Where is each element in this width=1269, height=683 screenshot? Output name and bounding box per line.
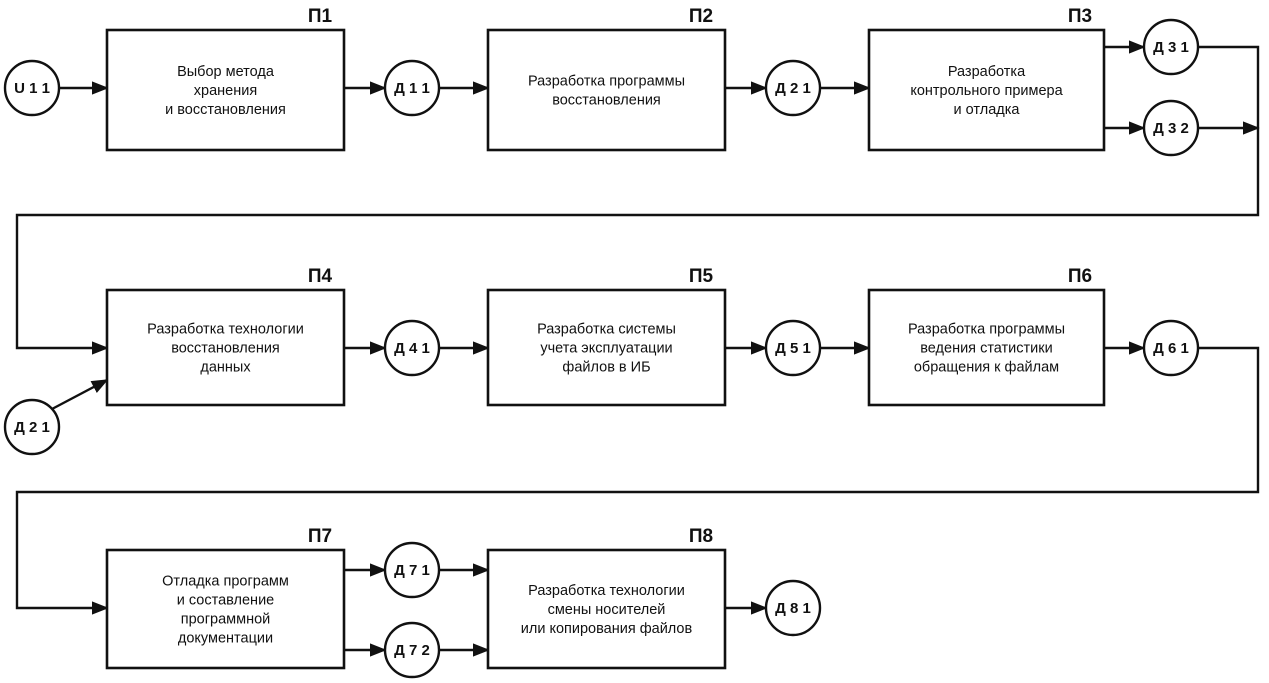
data-node-label: U 1 1 [14, 80, 50, 97]
process-tag: П1 [308, 6, 333, 27]
data-node-d41: Д 4 1 [383, 319, 441, 377]
process-label-line: и составление [177, 593, 274, 609]
data-node-circle [764, 319, 822, 377]
data-node-d51: Д 5 1 [764, 319, 822, 377]
process-tag: П7 [308, 526, 332, 547]
process-label-line: смены носителей [548, 602, 666, 618]
process-label-line: документации [178, 631, 273, 647]
process-box-frame [867, 28, 1106, 152]
process-box-frame [486, 288, 727, 407]
connector-lines [15, 40, 1260, 657]
data-node-circle [383, 621, 441, 679]
process-box-frame [105, 288, 346, 407]
data-nodes: U 1 1 Д 1 1 Д 2 1 Д 3 1 Д 3 2 Д 4 1 Д 2 1 Д 5 1… [3, 18, 1200, 679]
data-node-d21b: Д 2 1 [3, 398, 61, 456]
data-node-u11: U 1 1 [3, 59, 61, 117]
process-label-line: файлов в ИБ [562, 360, 650, 376]
process-box-frame [867, 288, 1106, 407]
data-node-circle [1142, 99, 1200, 157]
data-node-label: Д 3 1 [1153, 39, 1189, 56]
process-label-line: Выбор метода [177, 64, 275, 80]
data-node-d31: Д 3 1 [1142, 18, 1200, 76]
process-tag: П8 [689, 526, 713, 547]
process-box-frame [486, 548, 727, 670]
data-node-label: Д 8 1 [775, 600, 811, 617]
data-node-d71: Д 7 1 [383, 541, 441, 599]
connector-arrow [15, 45, 1260, 355]
data-node-circle [1142, 18, 1200, 76]
process-label-line: и восстановления [165, 102, 286, 118]
data-node-d81: Д 8 1 [764, 579, 822, 637]
data-node-d21: Д 2 1 [764, 59, 822, 117]
data-node-label: Д 2 1 [775, 80, 811, 97]
process-label-line: Разработка [948, 64, 1026, 80]
process-label-line: Разработка системы [537, 322, 676, 338]
data-node-d11: Д 1 1 [383, 59, 441, 117]
data-node-circle [764, 59, 822, 117]
process-label-line: Разработка программы [528, 74, 685, 90]
data-node-d61: Д 6 1 [1142, 319, 1200, 377]
process-tag: П2 [689, 6, 713, 27]
process-label-line: Разработка технологии [147, 322, 304, 338]
process-label-line: контрольного примера [910, 83, 1063, 99]
process-label-line: и отладка [954, 102, 1021, 118]
process-label-line: учета эксплуатации [540, 341, 672, 357]
data-node-circle [383, 59, 441, 117]
process-tag: П3 [1068, 6, 1092, 27]
process-label-line: программной [181, 612, 271, 628]
data-node-circle [1142, 319, 1200, 377]
process-box-frame [105, 28, 346, 152]
process-label-line: Разработка программы [908, 322, 1065, 338]
process-box-frame [105, 548, 346, 670]
data-node-label: Д 6 1 [1153, 340, 1189, 357]
process-label-line: Отладка программ [162, 574, 289, 590]
process-tag: П5 [689, 266, 714, 287]
process-tag: П4 [308, 266, 333, 287]
process-label-line: восстановления [171, 341, 280, 357]
process-label-line: хранения [194, 83, 257, 99]
data-node-circle [3, 59, 61, 117]
data-node-circle [383, 319, 441, 377]
data-node-label: Д 3 2 [1153, 120, 1189, 137]
process-box-frame [486, 28, 727, 152]
data-node-circle [3, 398, 61, 456]
process-label-line: или копирования файлов [521, 621, 693, 637]
data-node-circle [383, 541, 441, 599]
data-node-label: Д 2 1 [14, 419, 50, 436]
data-node-label: Д 5 1 [775, 340, 811, 357]
process-label-line: данных [200, 360, 251, 376]
connector-arrow [15, 346, 1260, 615]
process-label-line: восстановления [552, 93, 661, 109]
data-node-d32: Д 3 2 [1142, 99, 1200, 157]
data-node-label: Д 7 1 [394, 562, 430, 579]
process-tag: П6 [1068, 266, 1092, 287]
data-node-label: Д 7 2 [394, 642, 430, 659]
process-label-line: обращения к файлам [914, 360, 1059, 376]
data-node-label: Д 4 1 [394, 340, 430, 357]
process-label-line: Разработка технологии [528, 583, 685, 599]
data-node-label: Д 1 1 [394, 80, 430, 97]
process-label-line: ведения статистики [920, 341, 1052, 357]
data-node-d72: Д 7 2 [383, 621, 441, 679]
connector-arrow [51, 378, 109, 411]
data-node-circle [764, 579, 822, 637]
